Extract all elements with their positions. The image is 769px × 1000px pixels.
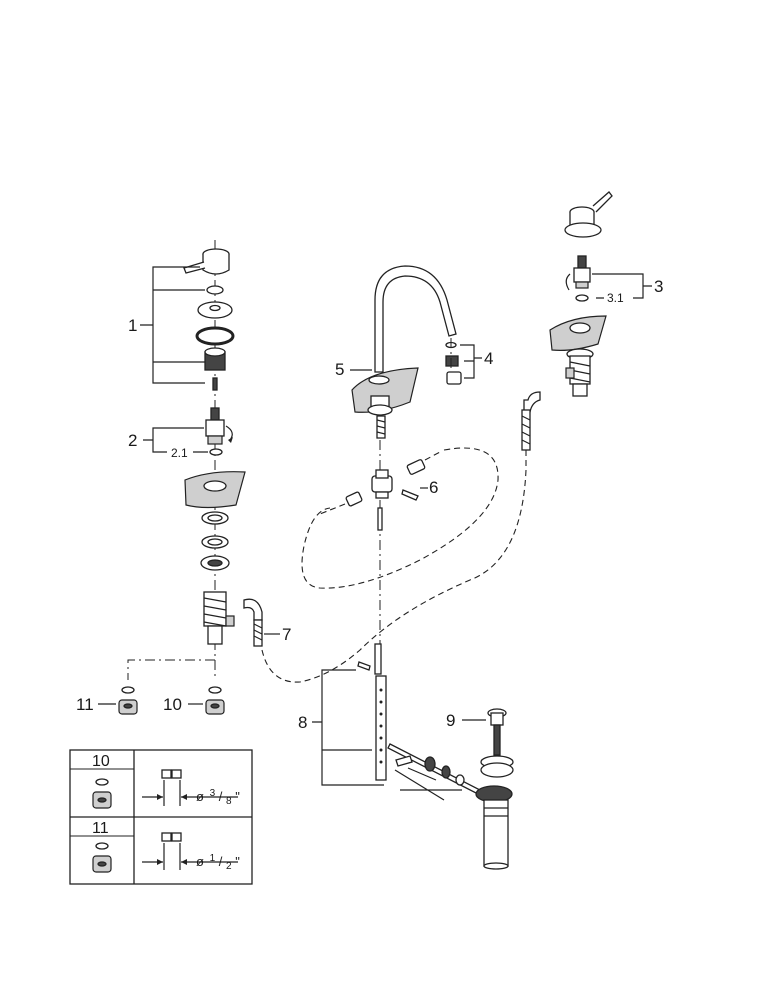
left-valve-body	[203, 591, 235, 645]
bracket-3	[592, 273, 652, 299]
drain-assembly	[312, 643, 514, 870]
hose-right-handle	[261, 450, 527, 683]
dimension-row-10	[142, 769, 238, 806]
callout-3: 3	[654, 277, 663, 296]
left-screw	[212, 377, 218, 391]
drain-body	[475, 708, 514, 870]
right-elbow-hose	[521, 391, 541, 451]
callout-9: 9	[446, 711, 455, 730]
bracket-1	[140, 266, 205, 384]
table-row-11-dimension: ø 1 / 2 "	[196, 849, 240, 872]
clip-6	[401, 489, 419, 501]
dimension-row-11	[142, 832, 238, 870]
right-valve-body	[565, 348, 594, 397]
connector-11-nut	[118, 699, 138, 715]
table-row-10-id: 10	[92, 753, 110, 770]
bracket-8	[312, 669, 384, 786]
pivot-rod	[387, 743, 481, 795]
connector-spec-table	[69, 749, 253, 885]
spout-assembly	[350, 265, 482, 660]
right-cartridge	[565, 255, 591, 291]
callout-8: 8	[298, 713, 307, 732]
callout-10: 10	[163, 695, 182, 714]
callout-3-1: 3.1	[607, 291, 624, 305]
left-elbow-hose	[243, 598, 263, 647]
left-nut	[200, 555, 230, 571]
left-washer-a	[206, 285, 224, 295]
callout-2: 2	[128, 431, 137, 450]
hose-fitting-right	[406, 451, 441, 475]
table-row-10-dimension: ø 3 / 8 "	[196, 784, 240, 807]
callout-5: 5	[335, 360, 344, 379]
right-lever-handle	[564, 191, 613, 238]
hose-fitting-left	[319, 491, 363, 515]
aerator-parts	[445, 338, 482, 385]
tee-connector-hoses	[261, 447, 527, 683]
right-countertop	[549, 315, 607, 351]
connector-10-nut	[205, 699, 225, 715]
callout-7: 7	[282, 625, 291, 644]
left-o-ring	[195, 326, 235, 346]
left-lever-handle	[183, 248, 230, 275]
connector-group-10-11	[98, 659, 225, 715]
left-countertop	[184, 471, 246, 509]
clevis-strap	[375, 675, 387, 781]
callout-11: 11	[76, 695, 94, 714]
lift-rod	[357, 643, 382, 675]
callout-4: 4	[484, 349, 493, 368]
left-cartridge	[205, 407, 233, 445]
spout-countertop	[351, 367, 419, 413]
table-row-11-id: 11	[92, 820, 109, 837]
right-handle-assembly	[521, 191, 652, 451]
tee-connector	[371, 469, 393, 499]
left-adapter	[204, 347, 226, 371]
bracket-2	[143, 427, 208, 453]
left-o-ring-2-1	[209, 448, 223, 456]
left-handle-assembly	[140, 240, 263, 660]
spout-base	[367, 395, 393, 439]
callout-1: 1	[128, 316, 137, 335]
spout	[374, 265, 457, 373]
hose-loop	[301, 447, 499, 589]
callout-6: 6	[429, 478, 438, 497]
callout-2-1: 2.1	[171, 446, 188, 460]
right-o-ring-3-1	[575, 294, 589, 302]
